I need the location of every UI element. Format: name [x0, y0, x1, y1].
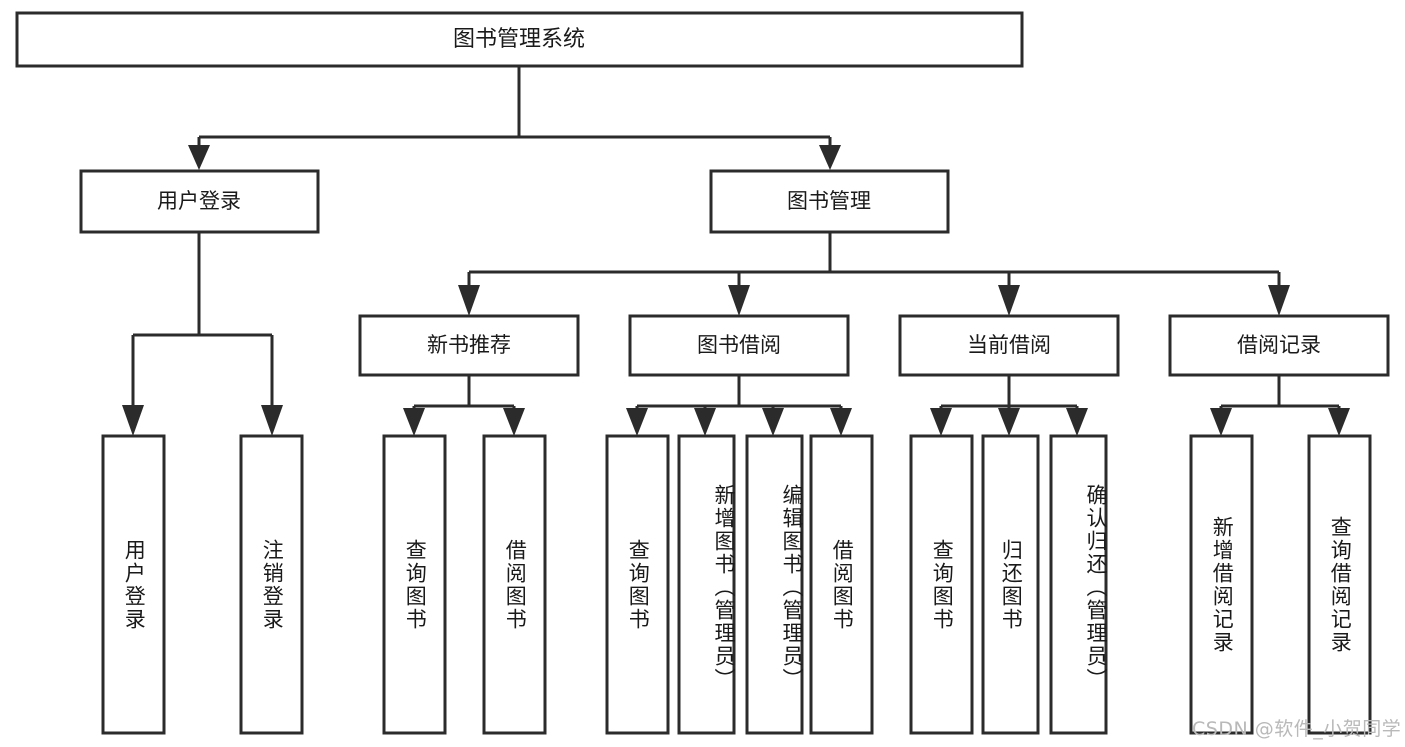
csdn-watermark: CSDN @软件_小贺同学 — [1192, 718, 1402, 740]
arrow-head-leaf-user-login — [122, 405, 144, 436]
node-book-borrow-label: 图书借阅 — [697, 333, 781, 357]
arrow-head-bb-leaf-2 — [694, 408, 716, 436]
connector-group-current-borrow — [930, 375, 1088, 436]
node-user-login-box[interactable] — [79, 169, 320, 234]
leaf-box-bb-query-book[interactable] — [605, 434, 670, 735]
leaf-box-bb-edit-book[interactable] — [745, 434, 804, 735]
arrow-head-cb-leaf-1 — [930, 408, 952, 436]
arrow-head-nb-leaf-2 — [503, 408, 525, 436]
leaf-box-nb-borrow-book[interactable] — [482, 434, 547, 735]
leaf-box-br-add-record[interactable] — [1189, 434, 1254, 735]
arrow-head-borrow-record — [1268, 285, 1290, 316]
node-root-label: 图书管理系统 — [453, 27, 585, 52]
connector-group-book-manage — [458, 232, 1290, 316]
leaf-box-bb-add-book[interactable] — [677, 434, 736, 735]
node-book-borrow-box[interactable] — [628, 314, 850, 377]
node-current-borrow-box[interactable] — [898, 314, 1120, 377]
leaf-box-logout[interactable] — [239, 434, 304, 735]
node-current-borrow-label: 当前借阅 — [967, 333, 1051, 357]
leaf-box-cb-query-book[interactable] — [909, 434, 974, 735]
arrow-head-br-leaf-2 — [1328, 408, 1350, 436]
node-new-book-label: 新书推荐 — [427, 333, 511, 357]
arrow-head-book-borrow — [728, 285, 750, 316]
leaf-box-cb-return-book[interactable] — [981, 434, 1040, 735]
arrow-head-bb-leaf-1 — [626, 408, 648, 436]
arrow-head-book-manage — [819, 145, 841, 170]
node-root-box[interactable] — [15, 11, 1024, 68]
arrow-head-new-book — [458, 285, 480, 316]
node-borrow-record-label: 借阅记录 — [1237, 333, 1321, 357]
arrow-head-br-leaf-1 — [1210, 408, 1232, 436]
leaf-box-bb-borrow-book[interactable] — [809, 434, 874, 735]
connector-group-borrow-record — [1210, 375, 1350, 436]
arrow-head-current-borrow — [998, 285, 1020, 316]
connector-group-book-borrow — [626, 375, 852, 436]
arrow-head-bb-leaf-4 — [830, 408, 852, 436]
leaf-box-nb-query-book[interactable] — [382, 434, 447, 735]
arrow-head-cb-leaf-2 — [998, 408, 1020, 436]
node-book-manage-box[interactable] — [709, 169, 950, 234]
connector-group-root — [188, 66, 841, 170]
node-user-login-label: 用户登录 — [157, 189, 241, 213]
leaf-box-user-login[interactable] — [101, 434, 166, 735]
arrow-head-leaf-logout — [261, 405, 283, 436]
node-book-manage-label: 图书管理 — [787, 189, 871, 213]
node-new-book-box[interactable] — [358, 314, 580, 377]
leaf-box-cb-confirm-return[interactable] — [1049, 434, 1108, 735]
leaf-box-br-query-record[interactable] — [1307, 434, 1372, 735]
node-borrow-record-box[interactable] — [1168, 314, 1390, 377]
arrow-head-cb-leaf-3 — [1066, 408, 1088, 436]
connector-group-new-book — [403, 375, 525, 436]
connector-group-user-login — [122, 232, 283, 436]
arrow-head-bb-leaf-3 — [762, 408, 784, 436]
arrow-head-user-login — [188, 145, 210, 170]
arrow-head-nb-leaf-1 — [403, 408, 425, 436]
